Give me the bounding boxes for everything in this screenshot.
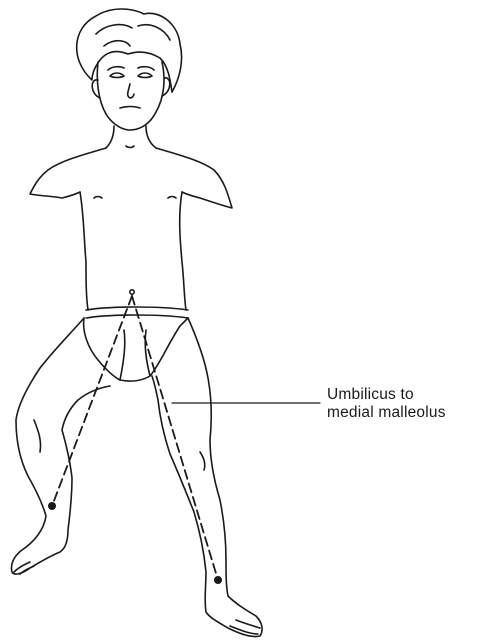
right-eye <box>138 73 152 78</box>
hair <box>77 9 182 92</box>
right-leg <box>152 318 262 637</box>
left-medial-malleolus-dot <box>48 502 56 510</box>
left-eye <box>110 73 124 78</box>
face <box>97 62 164 130</box>
umbilicus <box>130 290 134 294</box>
callout-label: Umbilicus to medial malleolus <box>327 386 446 422</box>
right-shoulder-arm-stump <box>156 148 232 208</box>
left-shoulder-arm-stump <box>30 148 106 198</box>
right-medial-malleolus-dot <box>214 576 222 584</box>
mouth <box>120 107 140 109</box>
measure-line-left <box>52 296 132 506</box>
torso <box>80 192 88 310</box>
measure-line-right <box>132 296 218 580</box>
callout-label-line-2: medial malleolus <box>327 404 446 422</box>
callout-label-line-1: Umbilicus to <box>327 386 446 404</box>
underwear <box>84 318 188 381</box>
